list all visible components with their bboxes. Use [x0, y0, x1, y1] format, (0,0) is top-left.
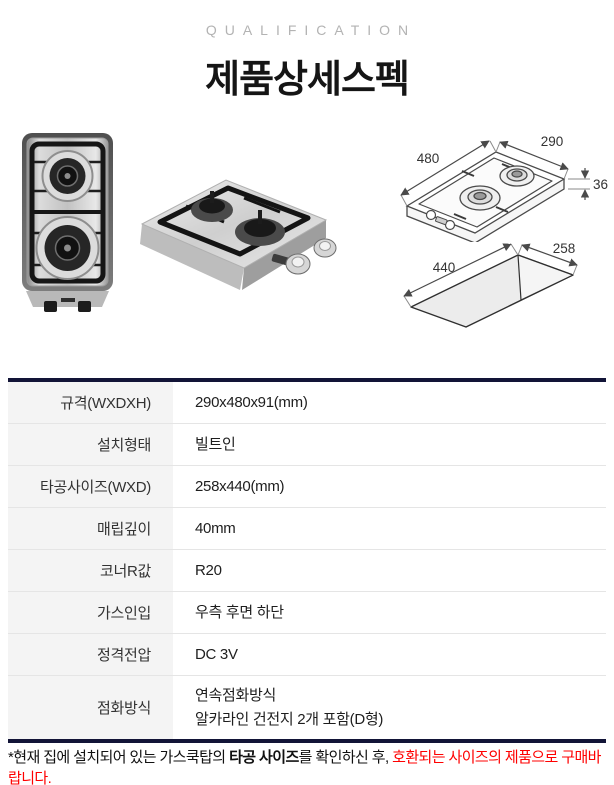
spec-value: 빌트인: [195, 435, 236, 453]
spec-label: 가스인입: [8, 592, 173, 633]
spec-value: 연속점화방식 알카라인 건전지 2개 포함(D형): [195, 687, 384, 728]
spec-table: 규격(WXDXH) 290x480x91(mm) 설치형태 빌트인 타공사이즈(…: [8, 378, 606, 743]
spec-row-ignition: 점화방식 연속점화방식 알카라인 건전지 2개 포함(D형): [8, 675, 606, 739]
dim-label-36: 36: [593, 177, 608, 192]
spec-row-corner-r: 코너R값 R20: [8, 549, 606, 591]
spec-value: 258x440(mm): [195, 477, 285, 495]
dim-label-440: 440: [433, 260, 456, 275]
spec-value: 40mm: [195, 519, 236, 537]
spec-row-install-type: 설치형태 빌트인: [8, 423, 606, 465]
dimension-diagram-cutout: 440 258: [403, 242, 578, 328]
spec-row-gas-inlet: 가스인입 우측 후면 하단: [8, 591, 606, 633]
spec-label: 설치형태: [8, 424, 173, 465]
footnote-text: 를 확인하신 후,: [298, 749, 393, 766]
spec-label: 매립깊이: [8, 508, 173, 549]
page-title: 제품상세스펙: [205, 59, 410, 101]
spec-row-size: 규격(WXDXH) 290x480x91(mm): [8, 382, 606, 423]
spec-row-cutout-size: 타공사이즈(WXD) 258x440(mm): [8, 465, 606, 507]
spec-row-embed-depth: 매립깊이 40mm: [8, 507, 606, 549]
footnote-text: *현재 집에 설치되어 있는 가스쿡탑의: [8, 749, 230, 766]
dim-label-480: 480: [417, 151, 440, 166]
spec-label: 정격전압: [8, 634, 173, 675]
footnote: *현재 집에 설치되어 있는 가스쿡탑의 타공 사이즈를 확인하신 후, 호환되…: [8, 746, 608, 785]
spec-label: 규격(WXDXH): [8, 382, 173, 423]
spec-value: 290x480x91(mm): [195, 393, 308, 411]
spec-label: 타공사이즈(WXD): [8, 466, 173, 507]
footnote-bold-text: 타공 사이즈: [229, 749, 299, 766]
dim-label-258: 258: [553, 242, 576, 256]
footnote-highlight-text: 호환되는 사이즈의 제품으로 구매바랍니다.: [8, 749, 601, 785]
spec-value: 우측 후면 하단: [195, 603, 284, 621]
dim-label-290: 290: [541, 134, 564, 149]
product-photo-top-view: [22, 133, 113, 312]
section-eyebrow: QUALIFICATION: [205, 22, 417, 38]
spec-value: DC 3V: [195, 645, 238, 663]
spec-value: R20: [195, 561, 222, 579]
spec-label: 코너R값: [8, 550, 173, 591]
product-photo-angle-view: [140, 179, 337, 290]
dimension-diagram-body: 480 290 36: [400, 134, 608, 242]
spec-row-rated-voltage: 정격전압 DC 3V: [8, 633, 606, 675]
spec-label: 점화방식: [8, 676, 173, 739]
